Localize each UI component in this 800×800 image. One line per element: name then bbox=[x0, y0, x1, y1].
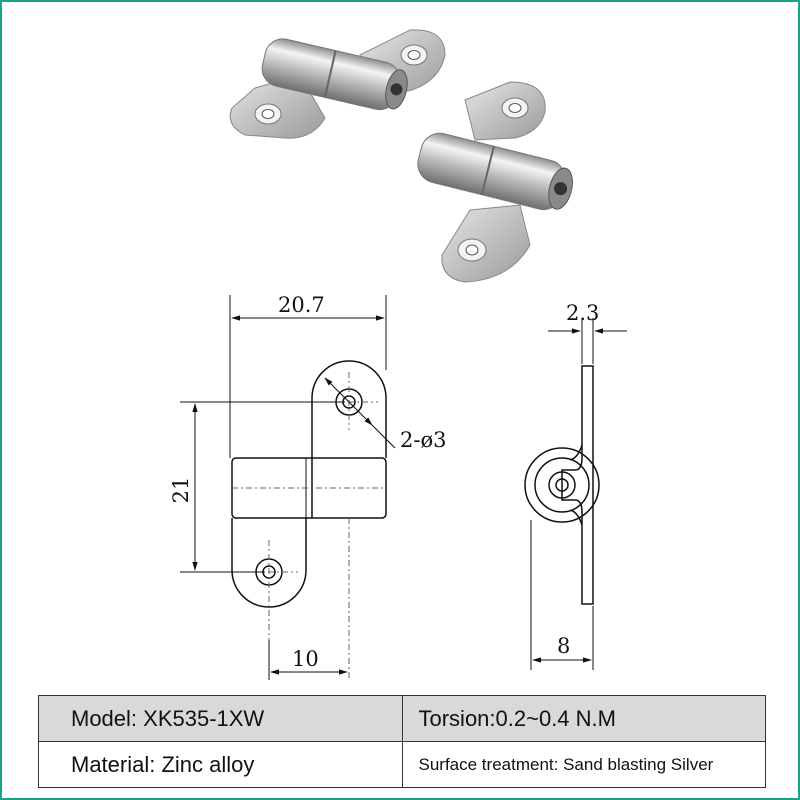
front-view-drawing bbox=[231, 360, 387, 680]
dim-width-side: 8 bbox=[557, 634, 570, 658]
dim-width-top: 20.7 bbox=[278, 293, 325, 317]
hinge-photo-1 bbox=[229, 29, 446, 139]
spec-row-1: Model: XK535-1XW Torsion:0.2~0.4 N.M bbox=[38, 695, 766, 742]
spec-surface: Surface treatment: Sand blasting Silver bbox=[401, 741, 766, 788]
side-view-dimensions bbox=[530, 318, 627, 670]
spec-table: Model: XK535-1XW Torsion:0.2~0.4 N.M Mat… bbox=[38, 695, 766, 788]
hinge-photo-2 bbox=[417, 81, 573, 283]
spec-model: Model: XK535-1XW bbox=[38, 695, 403, 742]
dim-offset-bottom: 10 bbox=[292, 647, 319, 671]
side-view-drawing bbox=[524, 365, 600, 605]
spec-material: Material: Zinc alloy bbox=[38, 741, 403, 788]
dim-thickness-top: 2.3 bbox=[566, 301, 599, 325]
dim-height-left: 21 bbox=[169, 477, 193, 504]
spec-torsion: Torsion:0.2~0.4 N.M bbox=[401, 695, 766, 742]
dim-hole-callout: 2-ø3 bbox=[400, 428, 446, 452]
spec-row-2: Material: Zinc alloy Surface treatment: … bbox=[38, 741, 766, 788]
front-view-dimensions bbox=[180, 295, 396, 680]
